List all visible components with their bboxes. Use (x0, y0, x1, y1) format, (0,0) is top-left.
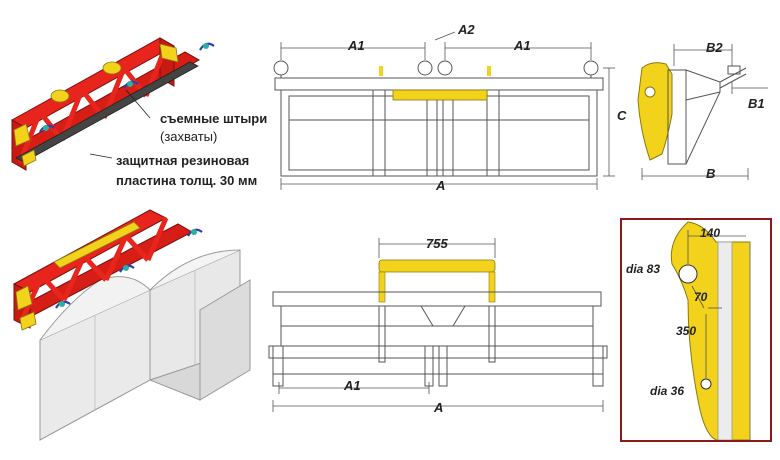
side-view-drawing (637, 44, 768, 180)
pins-sub-label: (захваты) (160, 129, 218, 144)
isometric-frame-illustration (10, 37, 215, 171)
side-dim-b: B (706, 166, 716, 181)
side-dim-b2: B2 (706, 40, 723, 55)
front-dim-a: A (436, 178, 446, 193)
bottom-dim-a1: A1 (344, 378, 361, 393)
bottom-dim-a: A (434, 400, 444, 415)
front-dim-a1-right: A1 (514, 38, 531, 53)
side-dim-b1: B1 (748, 96, 765, 111)
front-dim-a2: A2 (458, 22, 475, 37)
plate-label-line2: пластина толщ. 30 мм (116, 173, 258, 188)
detail-dim-70: 70 (694, 290, 708, 304)
detail-dim-dia83: dia 83 (626, 262, 661, 276)
isometric-frame-with-bags (12, 209, 251, 441)
front-view-drawing (273, 31, 615, 190)
plate-label-line1: защитная резиновая (116, 153, 250, 168)
front-dim-a1-left: A1 (348, 38, 365, 53)
pins-label: съемные штыри (160, 111, 268, 126)
bottom-dim-755: 755 (426, 236, 448, 251)
detail-dim-140: 140 (700, 226, 721, 240)
detail-dim-dia36: dia 36 (650, 384, 685, 398)
bottom-view-drawing (268, 238, 608, 412)
front-dim-c: C (617, 108, 627, 123)
detail-dim-350: 350 (676, 324, 697, 338)
detail-drawing (670, 221, 751, 440)
